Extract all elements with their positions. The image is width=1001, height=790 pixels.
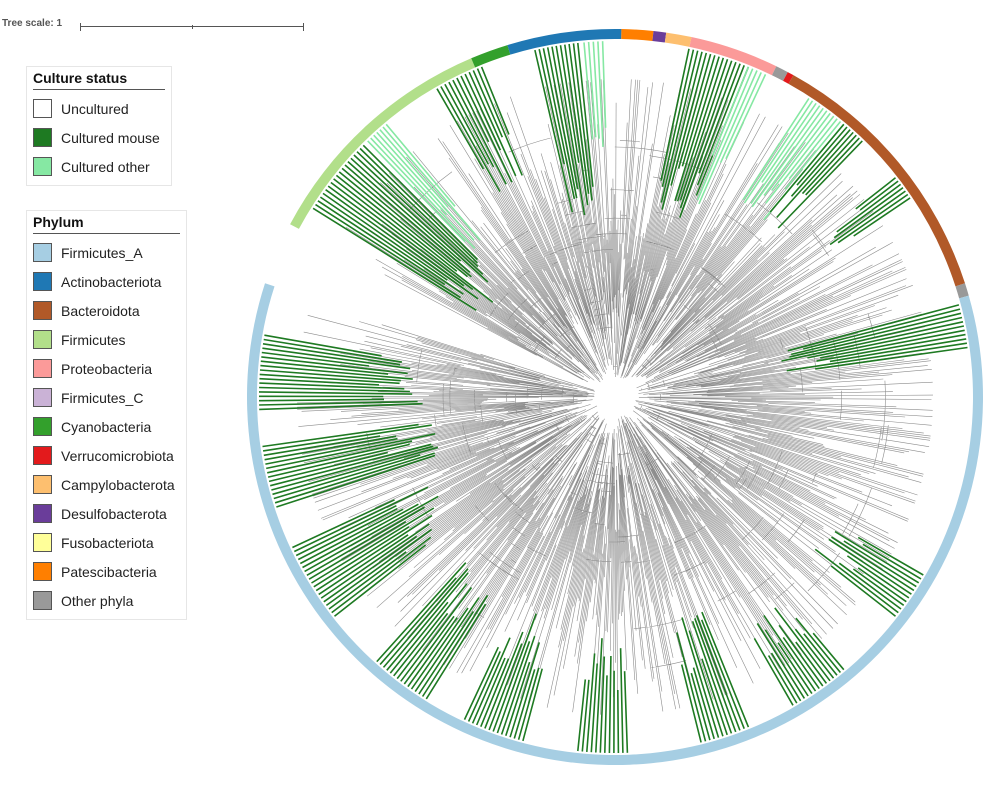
legend-item-verrucomicrobiota: Verrucomicrobiota [33, 441, 180, 470]
cultured-clade [436, 66, 523, 192]
legend-item-firmicutes-c: Firmicutes_C [33, 383, 180, 412]
ring-segment-other-phyla [955, 283, 969, 299]
ring-segment-verrucomicrobiota [783, 72, 794, 84]
tree-branches [296, 79, 934, 716]
cultured-clade [367, 123, 481, 249]
swatch [33, 417, 52, 436]
cultured-clade [463, 613, 543, 742]
swatch [33, 475, 52, 494]
legend-label: Uncultured [61, 100, 129, 117]
legend-item-cyanobacteria: Cyanobacteria [33, 412, 180, 441]
ring-segment-desulfobacterota [652, 31, 667, 43]
cultured-clade [676, 611, 750, 743]
swatch [33, 359, 52, 378]
legend-item-campylobacterota: Campylobacterota [33, 470, 180, 499]
legend-item-uncultured: Uncultured [33, 94, 165, 123]
ring-segment-patescibacteria [621, 29, 654, 41]
legend-label: Cultured other [61, 158, 150, 175]
swatch [33, 562, 52, 581]
legend-label: Proteobacteria [61, 360, 153, 377]
cultured-clade [814, 530, 924, 617]
swatch [33, 301, 52, 320]
swatch [33, 99, 52, 118]
legend-label: Cultured mouse [61, 129, 160, 146]
cultured-clade [742, 97, 845, 221]
legend-item-proteobacteria: Proteobacteria [33, 354, 180, 383]
swatch [33, 388, 52, 407]
cultured-clade [753, 607, 845, 706]
legend-item-cultured-other: Cultured other [33, 152, 165, 181]
cultured-clade [534, 42, 594, 216]
legend-label: Actinobacteriota [61, 273, 162, 290]
cultured-clade [696, 66, 767, 205]
ring-segment-firmicutes [290, 58, 476, 229]
legend-label: Firmicutes [61, 331, 126, 348]
legend-item-cultured-mouse: Cultured mouse [33, 123, 165, 152]
cultured-clade [829, 177, 911, 246]
ring-segment-campylobacterota [664, 32, 692, 47]
swatch [33, 272, 52, 291]
swatch [33, 330, 52, 349]
cultured-clade [312, 144, 494, 311]
legend-label: Cyanobacteria [61, 418, 152, 435]
ring-segment-proteobacteria [689, 37, 777, 76]
legend-item-bacteroidota: Bacteroidota [33, 296, 180, 325]
legend-label: Bacteroidota [61, 302, 140, 319]
culture-status-legend: Culture status Uncultured Cultured mouse… [26, 66, 172, 186]
legend-label: Campylobacterota [61, 476, 175, 493]
cultured-clade [577, 638, 629, 754]
legend-item-firmicutes-a: Firmicutes_A [33, 238, 180, 267]
swatch [33, 157, 52, 176]
tree-scale: Tree scale: 1 [0, 18, 320, 34]
cultured-clade [262, 423, 439, 508]
cultured-clade [376, 562, 489, 700]
legend-title: Culture status [33, 67, 165, 90]
swatch [33, 591, 52, 610]
swatch [33, 243, 52, 262]
legend-item-desulfobacterota: Desulfobacterota [33, 499, 180, 528]
legend-label: Firmicutes_C [61, 389, 144, 406]
tree-scale-bar [80, 23, 304, 31]
cultured-clade [258, 334, 423, 411]
swatch [33, 533, 52, 552]
ring-segment-other-phyla [771, 66, 788, 81]
cultured-clade [781, 304, 968, 372]
legend-title: Phylum [33, 211, 180, 234]
cultured-highlights [258, 41, 968, 754]
legend-item-actinobacteriota: Actinobacteriota [33, 267, 180, 296]
ring-segment-cyanobacteria [471, 45, 511, 68]
legend-item-firmicutes: Firmicutes [33, 325, 180, 354]
legend-item-patescibacteria: Patescibacteria [33, 557, 180, 586]
phylum-legend: Phylum Firmicutes_A Actinobacteriota Bac… [26, 210, 187, 620]
ring-segment-actinobacteriota [507, 28, 622, 55]
phylum-ring [247, 28, 983, 765]
legend-label: Fusobacteriota [61, 534, 154, 551]
swatch [33, 446, 52, 465]
swatch [33, 504, 52, 523]
cultured-clade [292, 486, 439, 617]
legend-item-other-phyla: Other phyla [33, 586, 180, 615]
legend-item-fusobacteriota: Fusobacteriota [33, 528, 180, 557]
cultured-clade [583, 41, 607, 147]
legend-label: Desulfobacterota [61, 505, 167, 522]
legend-label: Other phyla [61, 592, 134, 609]
cultured-clade [769, 123, 863, 229]
legend-label: Firmicutes_A [61, 244, 143, 261]
tree-scale-label: Tree scale: 1 [2, 18, 63, 29]
legend-label: Patescibacteria [61, 563, 157, 580]
cultured-clade [660, 48, 750, 218]
swatch [33, 128, 52, 147]
tree-branch-lines [296, 79, 934, 716]
legend-label: Verrucomicrobiota [61, 447, 174, 464]
